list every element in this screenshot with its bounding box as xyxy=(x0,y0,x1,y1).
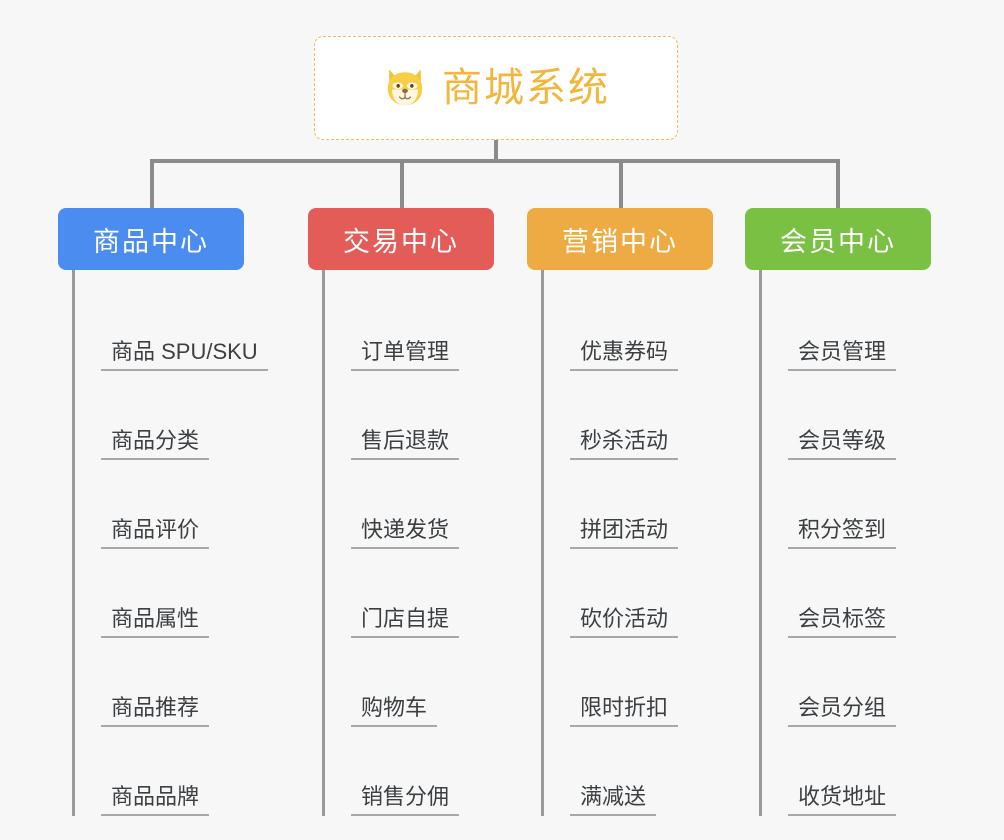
leaf-item[interactable]: 售后退款 xyxy=(325,371,494,460)
category-column-marketing-center: 营销中心优惠券码秒杀活动拼团活动砍价活动限时折扣满减送 xyxy=(527,208,713,816)
leaf-label: 门店自提 xyxy=(351,605,460,638)
category-column-product-center: 商品中心商品 SPU/SKU 商品分类商品评价商品属性商品推荐商品品牌 xyxy=(58,208,268,816)
category-column-trade-center: 交易中心订单管理售后退款快递发货门店自提购物车销售分佣 xyxy=(308,208,494,816)
leaf-label: 会员分组 xyxy=(788,694,897,727)
connector-drop-1 xyxy=(150,159,154,209)
category-header-marketing-center[interactable]: 营销中心 xyxy=(527,208,713,270)
leaf-item[interactable]: 门店自提 xyxy=(325,549,494,638)
root-node[interactable]: 商城系统 xyxy=(314,36,678,140)
category-label: 商品中心 xyxy=(93,226,209,257)
leaf-list-marketing-center: 优惠券码秒杀活动拼团活动砍价活动限时折扣满减送 xyxy=(541,270,713,816)
leaf-label: 售后退款 xyxy=(351,427,460,460)
leaf-label: 会员管理 xyxy=(788,338,897,371)
leaf-list-trade-center: 订单管理售后退款快递发货门店自提购物车销售分佣 xyxy=(322,270,494,816)
leaf-label: 积分签到 xyxy=(788,516,897,549)
leaf-label: 商品属性 xyxy=(101,605,210,638)
leaf-item[interactable]: 购物车 xyxy=(325,638,494,727)
leaf-item[interactable]: 订单管理 xyxy=(325,282,494,371)
leaf-item[interactable]: 会员管理 xyxy=(762,282,931,371)
leaf-item[interactable]: 积分签到 xyxy=(762,460,931,549)
connector-drop-4 xyxy=(836,159,840,209)
connector-drop-2 xyxy=(400,159,404,209)
leaf-label: 砍价活动 xyxy=(570,605,679,638)
category-header-product-center[interactable]: 商品中心 xyxy=(58,208,244,270)
category-header-member-center[interactable]: 会员中心 xyxy=(745,208,931,270)
leaf-item[interactable]: 商品分类 xyxy=(75,371,244,460)
root-label: 商城系统 xyxy=(442,66,610,110)
category-header-trade-center[interactable]: 交易中心 xyxy=(308,208,494,270)
leaf-label: 快递发货 xyxy=(351,516,460,549)
dog-face-icon xyxy=(387,69,423,106)
leaf-item[interactable]: 商品 SPU/SKU xyxy=(75,282,268,371)
connector-bus xyxy=(150,159,840,163)
leaf-item[interactable]: 秒杀活动 xyxy=(544,371,713,460)
leaf-label: 会员等级 xyxy=(788,427,897,460)
leaf-item[interactable]: 优惠券码 xyxy=(544,282,713,371)
leaf-label: 销售分佣 xyxy=(351,783,460,816)
leaf-item[interactable]: 会员分组 xyxy=(762,638,931,727)
leaf-label: 订单管理 xyxy=(351,338,460,371)
leaf-label: 限时折扣 xyxy=(570,694,679,727)
leaf-label: 拼团活动 xyxy=(570,516,679,549)
leaf-list-product-center: 商品 SPU/SKU 商品分类商品评价商品属性商品推荐商品品牌 xyxy=(72,270,268,816)
leaf-label: 收货地址 xyxy=(788,783,897,816)
connector-stem xyxy=(494,140,498,162)
leaf-item[interactable]: 收货地址 xyxy=(762,727,931,816)
leaf-item[interactable]: 商品品牌 xyxy=(75,727,244,816)
leaf-label: 商品品牌 xyxy=(101,783,210,816)
leaf-item[interactable]: 会员标签 xyxy=(762,549,931,638)
category-label: 会员中心 xyxy=(780,226,896,257)
leaf-label: 满减送 xyxy=(570,783,657,816)
leaf-label: 商品 SPU/SKU xyxy=(101,338,268,371)
leaf-label: 购物车 xyxy=(351,694,438,727)
leaf-item[interactable]: 商品推荐 xyxy=(75,638,244,727)
connector-drop-3 xyxy=(619,159,623,209)
leaf-label: 秒杀活动 xyxy=(570,427,679,460)
leaf-item[interactable]: 销售分佣 xyxy=(325,727,494,816)
category-column-member-center: 会员中心会员管理会员等级积分签到会员标签会员分组收货地址 xyxy=(745,208,931,816)
leaf-item[interactable]: 砍价活动 xyxy=(544,549,713,638)
leaf-item[interactable]: 商品属性 xyxy=(75,549,244,638)
leaf-list-member-center: 会员管理会员等级积分签到会员标签会员分组收货地址 xyxy=(759,270,931,816)
leaf-label: 商品推荐 xyxy=(101,694,210,727)
leaf-item[interactable]: 商品评价 xyxy=(75,460,244,549)
leaf-label: 商品分类 xyxy=(101,427,210,460)
category-label: 交易中心 xyxy=(343,226,459,257)
leaf-item[interactable]: 会员等级 xyxy=(762,371,931,460)
leaf-label: 优惠券码 xyxy=(570,338,679,371)
leaf-label: 会员标签 xyxy=(788,605,897,638)
leaf-item[interactable]: 满减送 xyxy=(544,727,713,816)
category-label: 营销中心 xyxy=(562,226,678,257)
leaf-item[interactable]: 拼团活动 xyxy=(544,460,713,549)
leaf-item[interactable]: 快递发货 xyxy=(325,460,494,549)
leaf-item[interactable]: 限时折扣 xyxy=(544,638,713,727)
leaf-label: 商品评价 xyxy=(101,516,210,549)
